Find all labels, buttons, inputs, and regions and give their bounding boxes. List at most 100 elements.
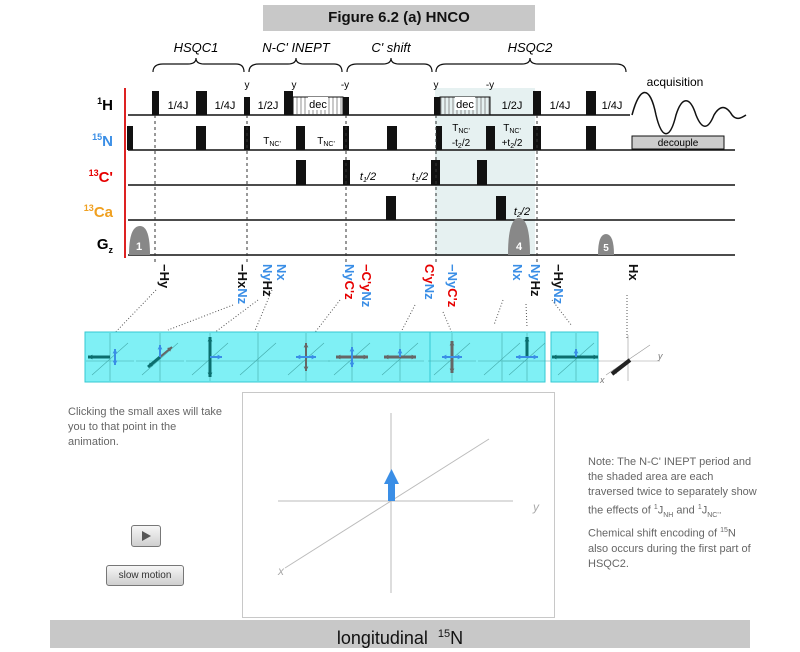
thumb-vector-head — [457, 354, 462, 360]
state-label: Nx — [510, 264, 525, 281]
pulse-sequence: 1H 15N 13C' 13Ca Gz HSQC1 N-C' INEPT C' … — [84, 40, 747, 385]
thumb-vector-head — [411, 354, 416, 360]
channel-gz-label: Gz — [97, 236, 114, 255]
decouple-box — [631, 135, 725, 150]
period-cshift: C' shift — [371, 40, 412, 55]
magnetization-vector — [388, 483, 395, 501]
delay-label: 1/4J — [550, 100, 571, 112]
thumb-vector-head — [217, 354, 222, 360]
vector-arrowhead — [384, 469, 399, 484]
thumb-vector-head — [363, 354, 368, 360]
thumbnail-strip: xy — [84, 331, 663, 385]
thumb-vector-head — [207, 372, 213, 377]
channel-n-label: 15N — [92, 132, 113, 150]
gradient-label: 5 — [603, 243, 609, 254]
phase-label: y — [434, 80, 439, 91]
state-label: −C'yNz — [359, 264, 374, 308]
figure-title: Figure 6.2 (a) HNCO — [263, 5, 535, 31]
delay-label: 1/2J — [502, 100, 523, 112]
state-label: −HxNz — [235, 264, 250, 305]
thumb-vector-head — [157, 345, 163, 350]
x-axis-label: x — [277, 564, 285, 578]
delay-label: 1/4J — [168, 100, 189, 112]
h-pulses — [152, 91, 596, 115]
state-label: C'yNz — [422, 264, 437, 300]
slow-motion-button[interactable]: slow motion — [106, 565, 184, 586]
gradient-5 — [598, 234, 614, 255]
gradient-label: 1 — [136, 241, 142, 253]
gradient-label: 4 — [516, 241, 523, 253]
t2-label: t2/2 — [514, 206, 530, 219]
thumb-vector-head — [303, 366, 309, 371]
tnc-t2-label: -t2/2 — [452, 138, 471, 150]
state-label: −HyNz — [551, 264, 566, 305]
tnc-label: TNC' — [263, 136, 281, 148]
t1-label: t1/2 — [412, 171, 428, 184]
thumb-vector-head — [384, 354, 389, 360]
state-caption: longitudinal 15N — [50, 620, 750, 648]
thumb-vector-head — [449, 368, 455, 373]
thumb-vector-head — [516, 354, 521, 360]
channel-ca-label: 13Ca — [84, 203, 114, 221]
tnc-label: TNC' — [503, 123, 521, 135]
thumb-vector-head — [296, 354, 301, 360]
phase-label: y — [245, 80, 250, 91]
period-inept: N-C' INEPT — [262, 40, 331, 55]
phase-label: -y — [341, 80, 349, 91]
thumb-vector-head — [303, 343, 309, 348]
fid-signal — [631, 92, 747, 135]
thumb-vector-head — [88, 354, 93, 360]
thumb-vector-head — [148, 362, 153, 367]
thumb-vector-head — [573, 349, 579, 354]
thumb-vector-head — [349, 347, 355, 352]
decouple-label: decouple — [658, 138, 699, 149]
gradient-4 — [508, 218, 530, 255]
acquisition-label: acquisition — [647, 75, 704, 89]
play-button[interactable] — [131, 525, 161, 547]
state-label: Hx — [626, 264, 641, 281]
t1-label: t1/2 — [360, 171, 376, 184]
c-pulses — [296, 160, 487, 185]
main-vector-view: x y — [242, 392, 555, 618]
state-label: NyHz — [528, 264, 543, 297]
gradient-1 — [129, 226, 150, 255]
thumb-vector-head — [112, 349, 118, 354]
n-pulses — [127, 126, 596, 150]
thumb-vector-head — [533, 354, 538, 360]
state-label: −NyC'z — [445, 264, 460, 308]
channel-h-label: 1H — [97, 96, 113, 114]
y-axis-label: y — [532, 500, 540, 514]
state-label: NyHz — [260, 264, 275, 297]
thumb-vector-head — [593, 354, 598, 360]
note-text: Note: The N-C' INEPT period and the shad… — [588, 456, 757, 570]
thumb-vector-head — [442, 354, 447, 360]
delay-label: 1/2J — [258, 100, 279, 112]
thumb-vector-head — [397, 349, 403, 354]
phase-label: y — [292, 80, 297, 91]
main-axes: x y — [277, 413, 540, 593]
thumb-y-label: y — [657, 351, 663, 361]
period-hsqc1: HSQC1 — [174, 40, 219, 55]
thumb-vector-head — [336, 354, 341, 360]
state-label: −Hy — [157, 264, 172, 289]
thumb-vector-head — [524, 337, 530, 342]
thumb-vector-head — [207, 337, 213, 342]
thumb-x-label: x — [599, 375, 605, 385]
thumb-vector-head — [167, 347, 172, 352]
ca-pulses — [386, 196, 506, 220]
tnc-label: TNC' — [452, 123, 470, 135]
dec-label: dec — [456, 99, 474, 111]
channel-c-label: 13C' — [89, 168, 113, 186]
thumb-panel[interactable] — [84, 331, 431, 383]
thumb-vector-head — [349, 362, 355, 367]
phase-label: -y — [486, 80, 494, 91]
tnc-t2-label: +t2/2 — [502, 138, 523, 150]
thumb-vector-head — [449, 341, 455, 346]
thumb-vector-head — [112, 360, 118, 365]
play-icon — [142, 531, 151, 541]
dec-label: dec — [309, 99, 327, 111]
thumb-vector-head — [311, 354, 316, 360]
product-states: −Hy−HxNzNyHzNxNyC'z−C'yNzC'yNz−NyC'zNxNy… — [157, 264, 641, 308]
state-label: Nx — [274, 264, 289, 281]
click-hint-text: Clicking the small axes will take you to… — [68, 406, 223, 448]
